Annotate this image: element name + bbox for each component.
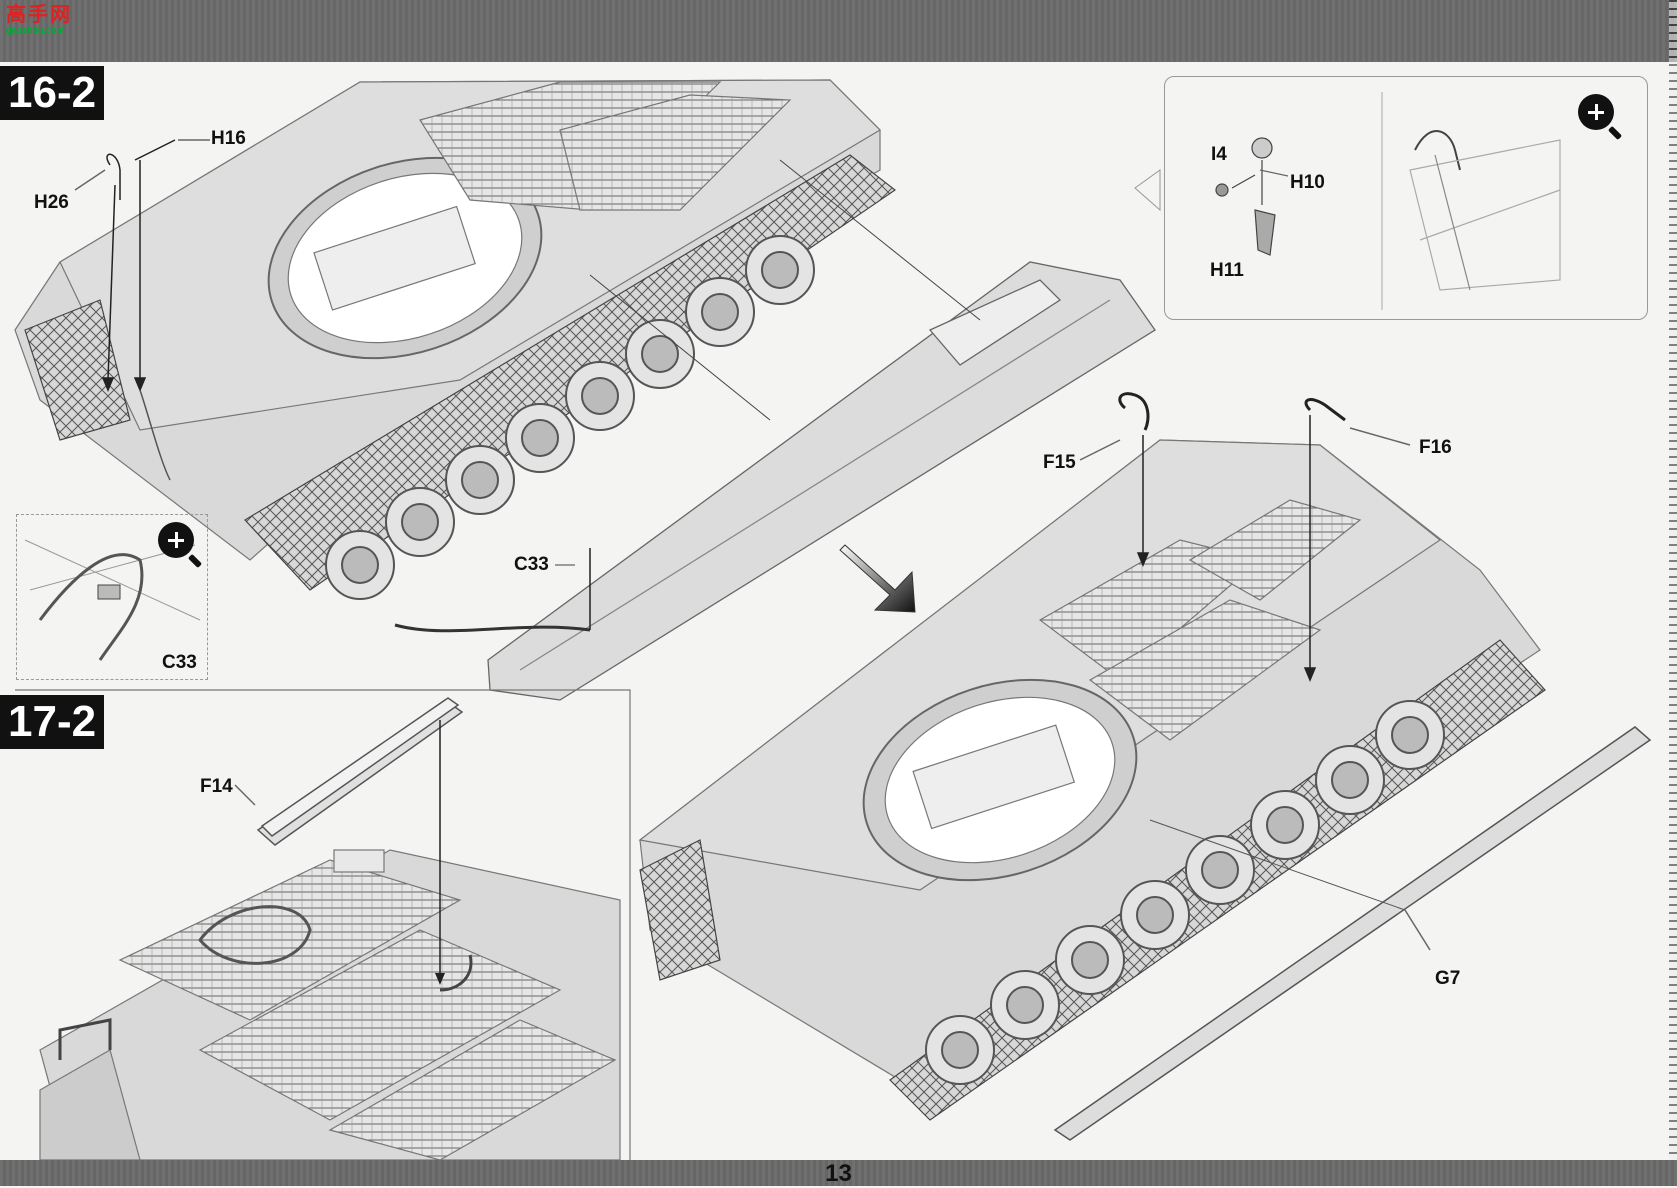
hull-rear-view-17-2: [39, 849, 621, 1161]
part-label-c33: C33: [514, 554, 549, 575]
top-band: [0, 0, 1677, 62]
binding-spiral: [1669, 0, 1677, 1186]
watermark-logo: 高手网 gaoshou.com: [6, 2, 72, 40]
part-label-g7: G7: [1435, 968, 1461, 989]
step-label-16-2: 16-2: [0, 66, 105, 120]
logo-text: 高手网: [6, 2, 72, 26]
part-label-c33-detail: C33: [162, 652, 197, 673]
road-wheels-16-2: [325, 235, 815, 600]
step-label-17-2: 17-2: [0, 695, 105, 749]
detail-h10-art: [1215, 130, 1561, 291]
part-label-f15: F15: [1043, 452, 1076, 473]
arrow-down-right-icon: [839, 544, 916, 613]
part-label-f16: F16: [1419, 437, 1452, 458]
hull-top-view-16-2: [14, 79, 897, 591]
zoom-in-icon: [158, 522, 203, 569]
bottom-band: [0, 1160, 1677, 1186]
part-f15-f16-g7: [1053, 392, 1652, 1141]
zoom-in-icon: [1578, 94, 1623, 141]
step-divider: [15, 689, 631, 1160]
detail-box-c33: [16, 514, 208, 680]
part-label-h10: H10: [1290, 172, 1325, 193]
detail-c33-art: [24, 539, 201, 661]
part-label-i4: I4: [1211, 144, 1227, 165]
part-label-h26: H26: [34, 192, 69, 213]
page-number: 13: [825, 1160, 852, 1187]
part-h16-h26: [74, 139, 210, 481]
part-f14: [234, 697, 473, 992]
road-wheels-completed: [925, 700, 1445, 1085]
logo-url: gaoshou.com: [6, 25, 65, 35]
part-label-h11: H11: [1210, 260, 1244, 281]
detail-box-h10: [1164, 76, 1648, 320]
detail-box-pointer: [1134, 169, 1161, 212]
part-label-h16: H16: [211, 128, 246, 149]
part-label-f14: F14: [200, 776, 233, 797]
side-skirt-c33: [394, 159, 1156, 701]
